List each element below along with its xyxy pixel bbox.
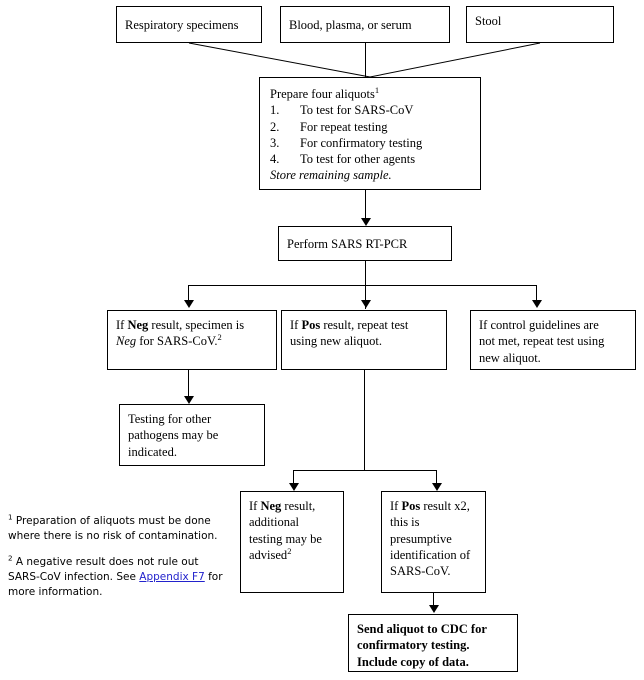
connector-repeat-positive-to-cdc	[433, 593, 434, 607]
aliquots-list-item: 1. To test for SARS-CoV	[270, 102, 470, 118]
aliquots-list-item-text: To test for other agents	[300, 152, 416, 166]
repeat-negative-line2: additional	[249, 515, 299, 530]
footnote-1-line2: where there is no risk of contamination.	[8, 529, 218, 542]
connector-negative-to-other-pathogens	[188, 370, 189, 398]
footnote-1-line1: Preparation of aliquots must be done	[12, 515, 211, 527]
connector-results-bus	[188, 285, 536, 286]
result-negative-keyword: Neg	[127, 318, 149, 332]
aliquots-heading-footnote-marker: 1	[374, 84, 380, 95]
connector-bus-left-drop	[188, 285, 189, 301]
arrowhead-to-repeat-positive	[432, 483, 442, 491]
result-positive-keyword: Pos	[301, 318, 321, 332]
result-negative-line1: If Neg result, specimen is	[116, 318, 245, 332]
repeat-positive-line5: SARS-CoV.	[390, 564, 451, 578]
repeat-positive-line1: If Pos result x2,	[390, 499, 470, 513]
aliquots-list-item-number: 4.	[270, 152, 280, 166]
connector-repeat-right-drop	[436, 470, 437, 484]
source-box-respiratory-label: Respiratory specimens	[125, 18, 239, 33]
arrowhead-to-cdc-box	[429, 605, 439, 613]
aliquots-heading: Prepare four aliquots1	[270, 84, 380, 101]
connector-bus-right-drop	[536, 285, 537, 301]
connector-repeat-left-drop	[293, 470, 294, 484]
repeat-negative-line1: If Neg result,	[249, 499, 316, 513]
repeat-negative-line4: advised2	[249, 545, 292, 562]
footnote-2-line3: for more information.	[8, 570, 223, 598]
footnote-1-marker: 1	[8, 512, 13, 522]
result-box-negative: If Neg result, specimen is Neg for SARS-…	[107, 310, 277, 370]
arrowhead-to-other-pathogens	[184, 396, 194, 404]
cdc-line1: Send aliquot to CDC for	[357, 622, 487, 636]
connector-diagonals	[188, 42, 541, 78]
other-pathogens-box: Testing for other pathogens may be indic…	[119, 404, 265, 466]
footnotes: 1 Preparation of aliquots must be done w…	[8, 512, 228, 611]
repeat-positive-line3: presumptive	[390, 531, 452, 546]
appendix-f7-link[interactable]: Appendix F7	[139, 570, 205, 583]
repeat-negative-keyword: Neg	[260, 499, 282, 513]
source-box-stool-label: Stool	[475, 14, 502, 28]
aliquots-list-item-number: 1.	[270, 103, 280, 118]
repeat-negative-footnote-marker: 2	[287, 545, 292, 556]
aliquots-box: Prepare four aliquots1 1. To test for SA…	[259, 77, 481, 190]
repeat-positive-box: If Pos result x2, this is presumptive id…	[381, 491, 486, 593]
arrowhead-to-negative-box	[184, 300, 194, 308]
repeat-positive-keyword: Pos	[401, 499, 421, 513]
repeat-positive-line2: this is	[390, 515, 420, 530]
aliquots-list-item-text: For confirmatory testing	[300, 135, 423, 150]
arrowhead-aliquots-to-perform	[361, 218, 371, 226]
aliquots-list-item-number: 3.	[270, 135, 280, 150]
footnote-1: 1 Preparation of aliquots must be done w…	[8, 512, 228, 544]
aliquots-list-item: 3. For confirmatory testing	[270, 135, 470, 151]
connector-positive-stem	[364, 370, 365, 470]
source-box-blood-label: Blood, plasma, or serum	[289, 18, 412, 33]
arrowhead-to-positive-box	[361, 300, 371, 308]
footnote-2-line2: SARS-CoV infection. See	[8, 570, 140, 583]
connector-aliquots-to-perform	[365, 190, 366, 220]
result-control-line2: not met, repeat test using	[479, 334, 605, 349]
connector-blood-to-aliquots	[365, 43, 366, 77]
source-box-respiratory: Respiratory specimens	[116, 6, 262, 43]
result-control-line1: If control guidelines are	[479, 318, 599, 332]
result-negative-footnote-marker: 2	[217, 332, 222, 343]
connector-repeat-bus	[293, 470, 436, 471]
result-control-line3: new aliquot.	[479, 350, 541, 365]
result-box-positive: If Pos result, repeat test using new ali…	[281, 310, 447, 370]
aliquots-list-item: 4. To test for other agents	[270, 151, 470, 167]
result-positive-line2: using new aliquot.	[290, 334, 383, 349]
other-pathogens-line2: pathogens may be	[128, 428, 219, 443]
aliquots-list: 1. To test for SARS-CoV 2. For repeat te…	[270, 102, 470, 167]
perform-rtpcr-box: Perform SARS RT-PCR	[278, 226, 452, 261]
result-positive-line1: If Pos result, repeat test	[290, 318, 409, 332]
aliquots-list-item: 2. For repeat testing	[270, 119, 470, 135]
arrowhead-to-repeat-negative	[289, 483, 299, 491]
source-box-blood: Blood, plasma, or serum	[280, 6, 450, 43]
cdc-line3: Include copy of data.	[357, 654, 469, 669]
result-negative-italic-keyword: Neg	[116, 334, 137, 349]
other-pathogens-line1: Testing for other	[128, 412, 212, 426]
arrowhead-to-control-box	[532, 300, 542, 308]
aliquots-closing-note: Store remaining sample.	[270, 168, 392, 183]
result-negative-line2: Neg for SARS-CoV.2	[116, 332, 222, 349]
repeat-negative-line3: testing may be	[249, 531, 322, 546]
source-box-stool: Stool	[466, 6, 614, 43]
footnote-2-line1: A negative result does not rule out	[12, 555, 199, 568]
footnote-2: 2 A negative result does not rule out SA…	[8, 553, 228, 600]
other-pathogens-line3: indicated.	[128, 444, 177, 459]
footnote-2-marker: 2	[8, 553, 13, 563]
cdc-box: Send aliquot to CDC for confirmatory tes…	[348, 614, 518, 672]
aliquots-list-item-text: For repeat testing	[300, 119, 388, 134]
aliquots-list-item-text: To test for SARS-CoV	[300, 103, 414, 118]
perform-rtpcr-label: Perform SARS RT-PCR	[287, 237, 408, 252]
repeat-negative-box: If Neg result, additional testing may be…	[240, 491, 344, 593]
aliquots-list-item-number: 2.	[270, 119, 280, 134]
result-box-control: If control guidelines are not met, repea…	[470, 310, 636, 370]
repeat-positive-line4: identification of	[390, 547, 471, 562]
cdc-line2: confirmatory testing.	[357, 638, 470, 653]
